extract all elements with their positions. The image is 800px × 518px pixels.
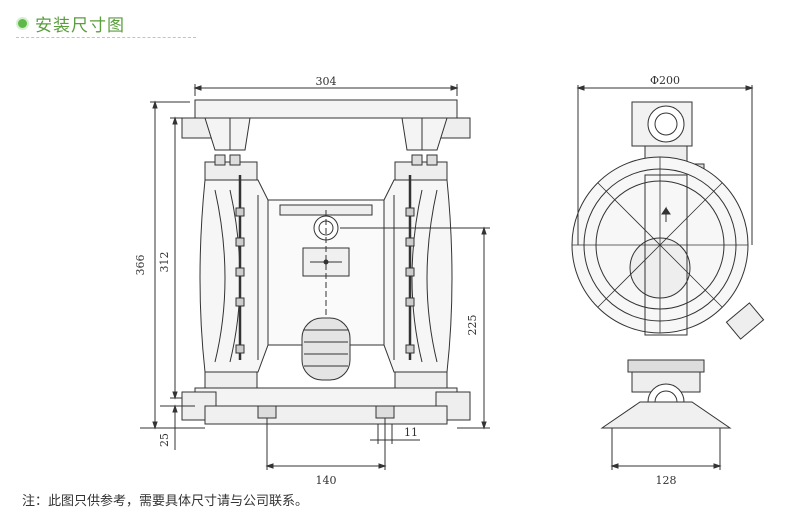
section-header: 安装尺寸图: [18, 10, 125, 36]
bullet-dot-icon: [18, 18, 27, 28]
base-plate: [204, 405, 448, 425]
muffler: [301, 317, 351, 381]
footer-note: 注：此图只供参考，需要具体尺寸请与公司联系。: [22, 494, 309, 509]
dim-outlet-height: 225: [466, 315, 479, 336]
dim-width: 304: [316, 75, 337, 88]
side-base: [600, 401, 732, 429]
dim-height-body: 312: [158, 252, 171, 273]
header-divider: [16, 37, 196, 38]
dim-bolt-hole: 11: [404, 426, 418, 439]
side-dimensions: [576, 85, 754, 470]
dim-height-total: 366: [134, 255, 147, 276]
front-dimensions: [140, 84, 490, 470]
dim-diameter: Φ200: [650, 74, 680, 87]
dim-base-height: 25: [158, 433, 171, 447]
top-manifold: [194, 99, 458, 119]
left-chamber: [199, 179, 269, 373]
front-view: [181, 99, 471, 425]
side-view: [571, 101, 765, 429]
dim-base-width: 128: [656, 474, 677, 487]
page-title: 安装尺寸图: [35, 15, 125, 36]
bottom-manifold: [194, 387, 458, 407]
dim-bolt-spacing: 140: [316, 474, 337, 487]
